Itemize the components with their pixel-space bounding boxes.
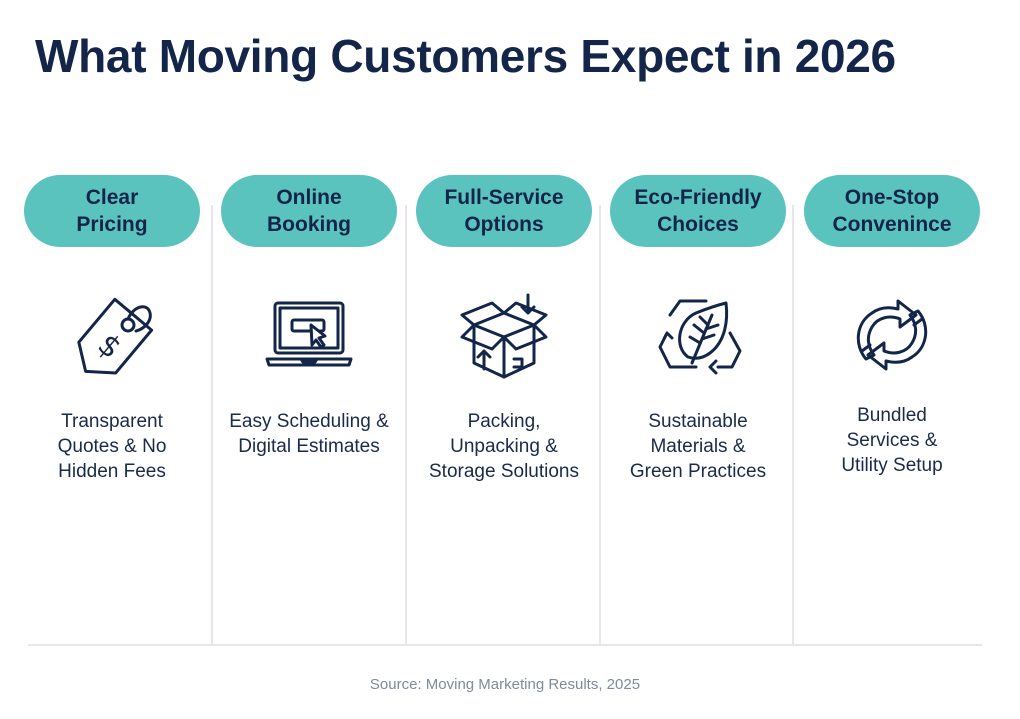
- bottom-rule: [28, 644, 982, 646]
- column-description: Packing, Unpacking & Storage Solutions: [429, 411, 579, 482]
- column-description: Transparent Quotes & No Hidden Fees: [57, 411, 167, 482]
- column-online-booking: Online Booking Easy Scheduling & Digital…: [221, 175, 397, 459]
- column-description: Bundled Services & Utility Setup: [841, 405, 943, 476]
- column-divider: [405, 205, 407, 645]
- heading-pill: Full-Service Options: [416, 175, 592, 247]
- svg-text:$: $: [91, 327, 128, 366]
- refresh-arrows-icon: [837, 285, 947, 385]
- heading-pill: Clear Pricing: [24, 175, 200, 247]
- recycle-leaf-icon: [643, 285, 753, 385]
- column-eco-friendly: Eco-Friendly Choices Sustainable Materia…: [610, 175, 786, 484]
- heading-pill: Eco-Friendly Choices: [610, 175, 786, 247]
- page-title: What Moving Customers Expect in 2026: [35, 30, 896, 82]
- price-tag-icon: $: [57, 285, 167, 385]
- heading-pill: Online Booking: [221, 175, 397, 247]
- open-box-icon: [449, 285, 559, 385]
- heading-pill: One-Stop Convenince: [804, 175, 980, 247]
- source-note: Source: Moving Marketing Results, 2025: [369, 676, 641, 693]
- column-full-service: Full-Service Options Packing, Unpacking …: [416, 175, 592, 484]
- column-description: Sustainable Materials & Green Practices: [629, 411, 767, 482]
- laptop-click-icon: [254, 285, 364, 385]
- column-divider: [792, 205, 794, 645]
- column-divider: [599, 205, 601, 645]
- column-description: Easy Scheduling & Digital Estimates: [229, 411, 389, 457]
- column-one-stop: One-Stop Convenince Bundled Services & U…: [804, 175, 980, 478]
- column-divider: [211, 205, 213, 645]
- column-clear-pricing: Clear Pricing $ Transparent Quotes & No …: [24, 175, 200, 484]
